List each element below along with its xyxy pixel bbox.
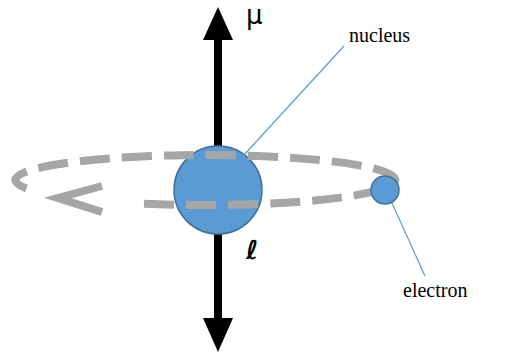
part-label: electron — [403, 279, 467, 301]
orbit-arrowhead — [58, 186, 102, 212]
magnetic-moment-shaft — [214, 36, 222, 146]
part-label: nucleus — [349, 24, 410, 46]
angular-momentum-shaft — [214, 232, 222, 322]
leader-line — [243, 46, 344, 156]
angular-momentum-head — [203, 318, 233, 352]
symbol-label: μ — [246, 1, 263, 30]
leader-line — [392, 203, 425, 276]
symbol-label: ℓ — [246, 236, 258, 265]
electron-circle — [371, 176, 399, 204]
magnetic-moment-head — [203, 7, 233, 40]
